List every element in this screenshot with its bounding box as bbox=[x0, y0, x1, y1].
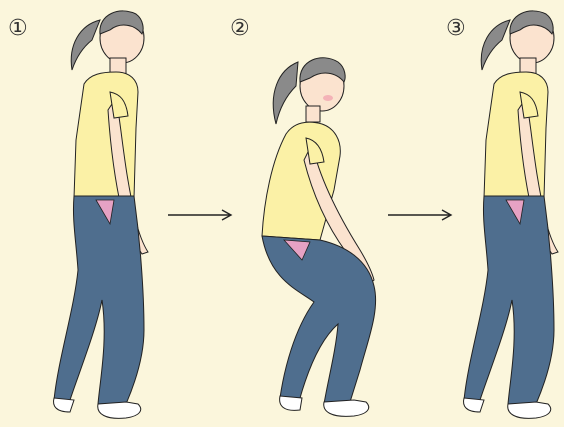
figure-squatting bbox=[250, 40, 390, 427]
figure-standing-1 bbox=[40, 0, 170, 427]
right-arrow-icon bbox=[166, 207, 234, 223]
step-number-2: ② bbox=[230, 18, 250, 40]
figure-standing-3 bbox=[460, 0, 564, 427]
step-number-1: ① bbox=[8, 18, 28, 40]
right-arrow-icon bbox=[386, 207, 454, 223]
